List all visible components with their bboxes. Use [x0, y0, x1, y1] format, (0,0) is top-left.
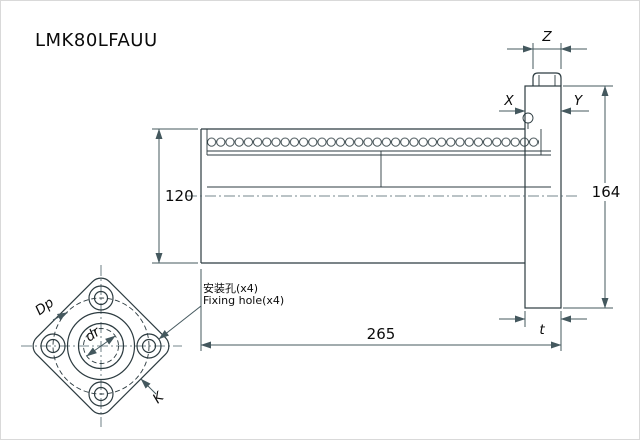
dimension-y: Y — [560, 93, 589, 115]
dimension-z: Z — [507, 29, 587, 69]
dim-t-label: t — [539, 322, 545, 338]
dim-164-label-bg — [589, 183, 623, 201]
part-number-title: LMK80LFAUU — [35, 30, 158, 51]
dimension-k: K — [140, 378, 168, 407]
inner-section-lines — [206, 129, 551, 188]
dim-265-label: 265 — [367, 325, 396, 343]
dim-dp-leader — [52, 312, 68, 321]
ball-bearing-row — [207, 137, 539, 147]
pilot-boss-circle — [66, 311, 136, 381]
dimension-164: 164 — [563, 85, 623, 309]
flange-corner-tab — [532, 72, 562, 86]
dim-k-leader — [140, 378, 157, 395]
fixing-hole-callout: 安装孔(x4) Fixing hole(x4) — [158, 281, 284, 340]
square-flange-outline — [32, 277, 170, 415]
fixing-hole-label-cn: 安装孔(x4) — [203, 281, 258, 295]
mounting-hole-top — [88, 285, 114, 311]
dim-dp-label: Dp — [32, 295, 57, 319]
dim-120-label: 120 — [165, 187, 194, 205]
dimension-t: t — [499, 311, 587, 338]
front-view: Dp dr K — [21, 265, 182, 427]
dimension-265: 265 — [200, 269, 562, 351]
flange-outline — [524, 85, 562, 309]
dim-z-label: Z — [541, 29, 552, 45]
dim-k-label: K — [150, 388, 168, 407]
side-view — [186, 72, 579, 309]
dimension-dr: dr — [82, 323, 116, 357]
dimension-dp: Dp — [32, 295, 68, 321]
mounting-hole-right — [136, 333, 162, 359]
mounting-hole-bottom — [88, 381, 114, 407]
dimension-x: X — [499, 93, 526, 115]
dim-dr-line — [86, 335, 116, 357]
dim-x-label: X — [503, 93, 514, 109]
dim-z-extension-lines — [532, 43, 562, 69]
dim-164-label: 164 — [592, 183, 621, 201]
fixing-hole-label-en: Fixing hole(x4) — [203, 294, 284, 307]
dim-y-label: Y — [574, 93, 584, 109]
bolt-circle — [52, 297, 150, 395]
inner-track-circle — [83, 328, 119, 364]
grease-hole-detail — [522, 112, 534, 129]
bore-circle — [77, 322, 125, 370]
mounting-hole-left — [40, 333, 66, 359]
fixing-hole-leader — [158, 305, 202, 340]
dimension-120: 120 — [152, 128, 198, 264]
tab-inner-lines — [538, 75, 556, 86]
